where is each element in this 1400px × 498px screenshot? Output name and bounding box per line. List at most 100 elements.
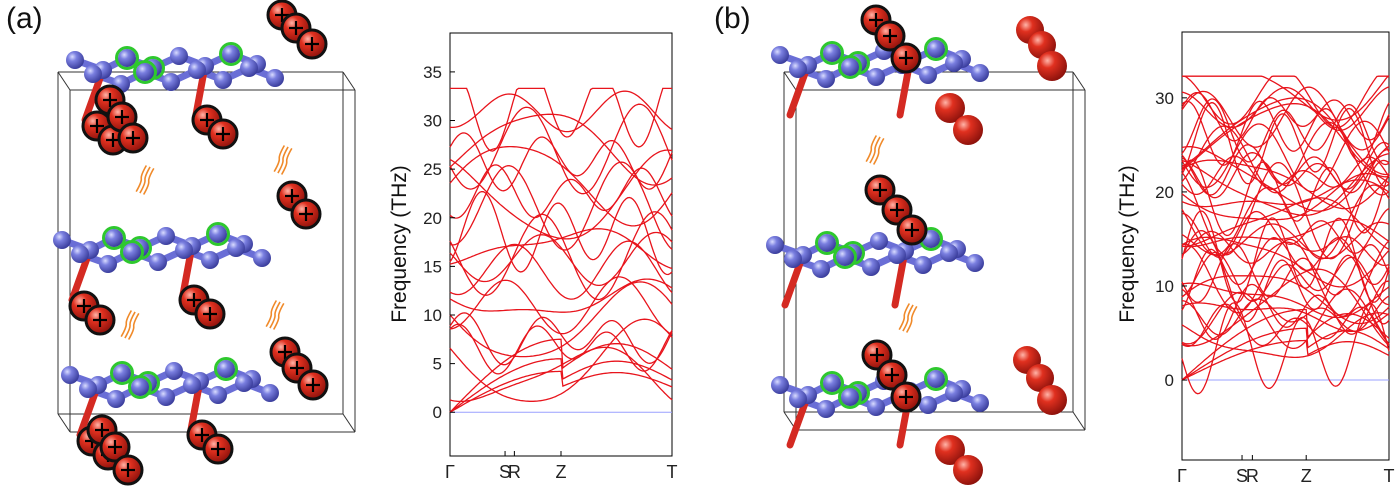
y-tick-label: 20 (1155, 183, 1174, 202)
interlayer-interaction-icon (139, 166, 151, 194)
blue-atom (183, 376, 201, 394)
interlayer-interaction-icon (265, 300, 278, 328)
green-ring-marker (833, 245, 857, 269)
x-tick-label: S (499, 462, 511, 482)
y-tick-label: 30 (1155, 89, 1174, 108)
green-ring-marker (128, 375, 152, 399)
unit-cell-edge (1072, 411, 1086, 431)
phonon-band (449, 231, 673, 287)
phonon-band (1181, 159, 1390, 260)
green-ring-marker (102, 226, 126, 250)
blue-atom (118, 49, 136, 67)
blue-atom (53, 231, 71, 249)
phonon-band (1181, 86, 1390, 131)
blue-atom (84, 65, 102, 83)
y-tick-label: 10 (423, 306, 442, 325)
interlayer-interaction-icon (120, 310, 133, 338)
y-tick-label: 15 (423, 257, 442, 276)
phonon-band (449, 278, 673, 313)
blue-atom (266, 69, 284, 87)
x-tick-label: T (667, 462, 678, 482)
blue-atom (136, 63, 154, 81)
phonon-band (449, 113, 673, 186)
phonon-band (1181, 100, 1390, 166)
interlayer-interaction-icon (905, 305, 918, 333)
phonon-band (449, 276, 673, 335)
blue-atom (61, 366, 79, 384)
blue-atom (240, 59, 258, 77)
x-axis-ticks-a: Γ SR Z T (445, 451, 678, 482)
interlayer-interaction-icon (277, 146, 289, 174)
phonon-band (1181, 155, 1390, 196)
blue-atom (165, 362, 183, 380)
phonon-band (1181, 145, 1390, 212)
blue-atom (927, 40, 945, 58)
blue-atom (945, 54, 963, 72)
green-ring-marker (838, 55, 862, 79)
phonon-band (1181, 148, 1389, 199)
x-tick-label: Z (556, 462, 567, 482)
blue-atom (812, 260, 830, 278)
blue-atom (157, 388, 175, 406)
phonon-band (449, 90, 673, 133)
blue-atom (107, 390, 125, 408)
x-tick-label: T (1384, 466, 1395, 486)
blue-atom (945, 384, 963, 402)
blue-atom (867, 68, 885, 86)
red-atom (1026, 364, 1054, 392)
phonon-band (1181, 172, 1390, 221)
phonon-band (1181, 295, 1390, 336)
phonon-band (449, 240, 673, 300)
blue-atom (222, 45, 240, 63)
unit-cell-edge (342, 413, 356, 433)
phonon-band (1181, 288, 1390, 350)
x-tick-label: Z (1301, 466, 1312, 486)
blue-atom (175, 241, 193, 259)
y-axis-label: Frequency (THz) (1116, 165, 1139, 323)
green-ring-marker (120, 240, 144, 264)
green-ring-marker (219, 42, 243, 66)
y-tick-label: 30 (423, 112, 442, 131)
phonon-band (1181, 91, 1390, 142)
blue-atom (66, 51, 84, 69)
blue-atom (789, 60, 807, 78)
blue-atom (888, 246, 906, 264)
blue-atom (841, 388, 859, 406)
blue-atom (766, 236, 784, 254)
blue-atom (966, 254, 984, 272)
phonon-band (449, 318, 673, 402)
x-tick-label: R (1246, 466, 1259, 486)
y-tick-label: 20 (423, 209, 442, 228)
blue-atom (105, 229, 123, 247)
y-tick-label: 0 (1165, 371, 1174, 390)
interlayer-interaction-icon (869, 136, 881, 164)
green-ring-marker (838, 385, 862, 409)
phonon-band (1181, 308, 1390, 381)
y-tick-label: 10 (1155, 277, 1174, 296)
red-atom (935, 93, 965, 123)
blue-atom (867, 398, 885, 416)
blue-atom (113, 364, 131, 382)
x-tick-label: Γ (445, 462, 455, 482)
unit-cell-edge (57, 71, 71, 91)
blue-atom (162, 73, 180, 91)
phonon-band (1181, 268, 1390, 347)
blue-atom (817, 70, 835, 88)
phonon-band (1181, 207, 1390, 259)
blue-atom (817, 400, 835, 418)
phonon-band (1181, 103, 1390, 178)
unit-cell-edge (783, 71, 797, 91)
blue-atom (914, 256, 932, 274)
phonon-band (449, 103, 673, 195)
interlayer-interaction-icon (902, 304, 914, 332)
green-ring-marker (924, 367, 948, 391)
red-atom (1037, 51, 1067, 81)
interlayer-interaction-icon (272, 302, 285, 330)
blue-atom (818, 234, 836, 252)
phonon-band (1181, 303, 1390, 348)
x-tick-label: R (508, 462, 521, 482)
